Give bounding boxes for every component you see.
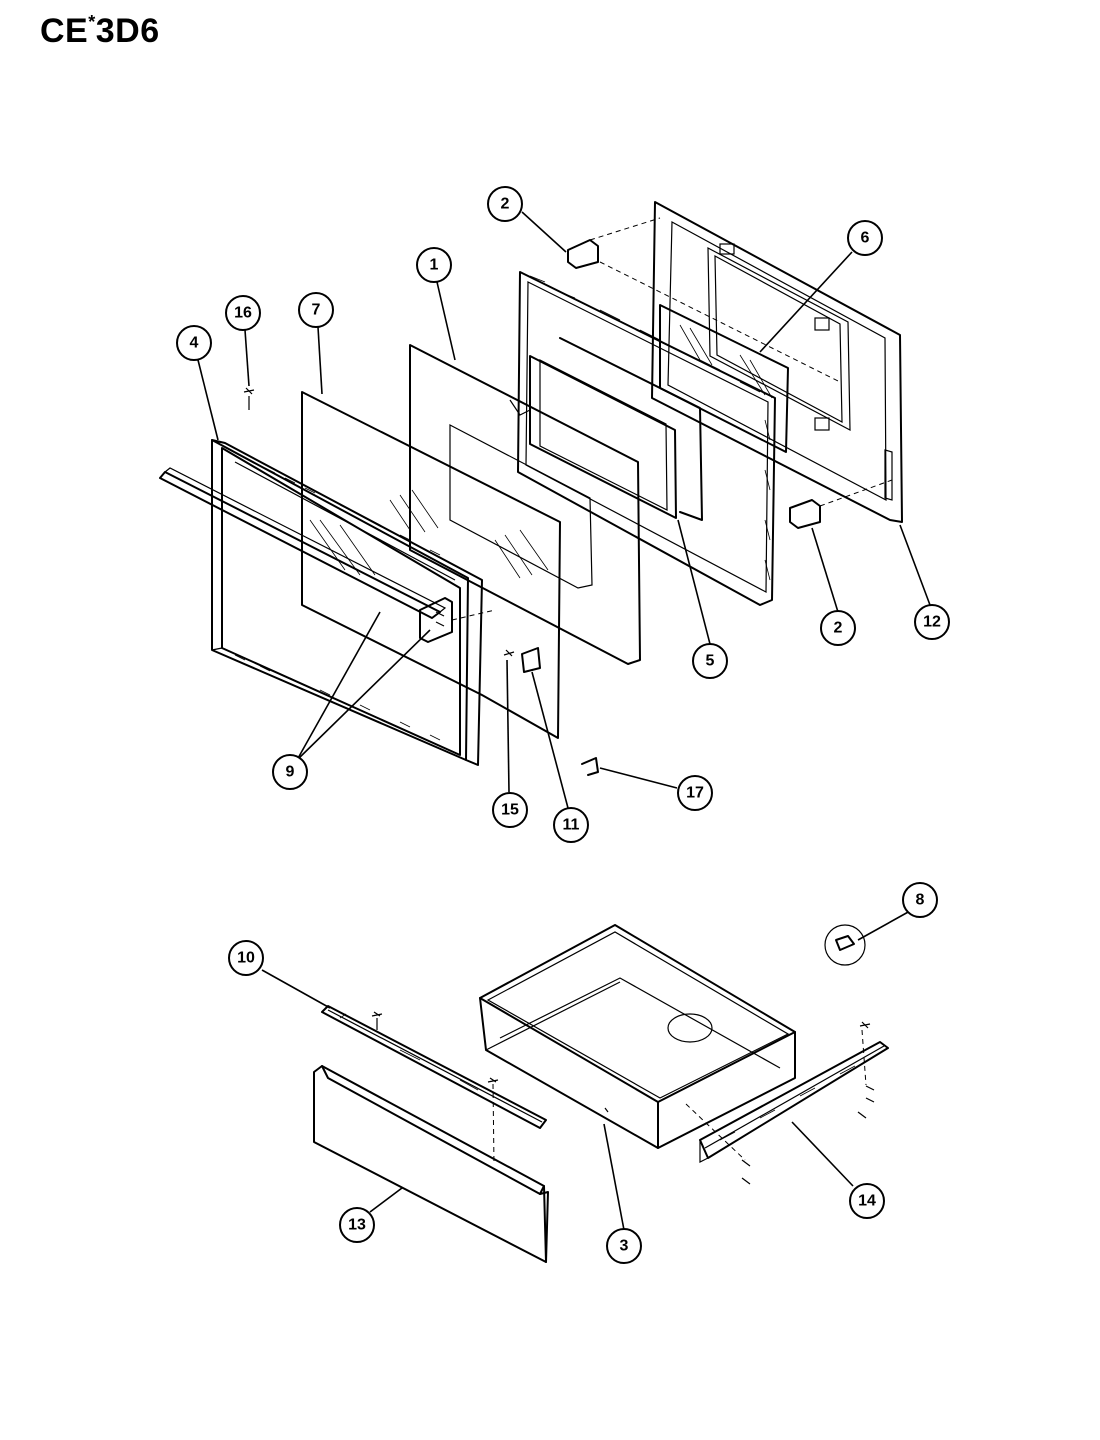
svg-text:6: 6 (861, 230, 870, 247)
callout-5: 5 (692, 643, 728, 679)
svg-text:2: 2 (501, 196, 510, 213)
inner-glass-panel (659, 304, 789, 453)
callout-2-lower: 2 (820, 610, 856, 646)
hinge-clip-lower (789, 499, 821, 529)
callout-4: 4 (176, 325, 212, 361)
svg-text:16: 16 (234, 305, 252, 322)
callout-9: 9 (272, 754, 308, 790)
door-handle (159, 467, 447, 619)
bracket-part-17 (581, 757, 599, 776)
callout-16: 16 (225, 295, 261, 331)
drawer-slide-rail (699, 1041, 889, 1163)
handle-bracket (419, 597, 453, 643)
svg-text:7: 7 (312, 302, 321, 319)
svg-text:12: 12 (923, 614, 941, 631)
svg-text:1: 1 (430, 257, 439, 274)
svg-text:15: 15 (501, 802, 519, 819)
hinge-clip-upper (567, 239, 599, 269)
callout-2-upper: 2 (487, 186, 523, 222)
svg-text:5: 5 (706, 653, 715, 670)
callout-11: 11 (553, 807, 589, 843)
callout-12: 12 (914, 604, 950, 640)
door-back-panel (651, 201, 903, 523)
svg-text:8: 8 (916, 892, 925, 909)
clip-part-11 (521, 647, 541, 673)
slide-screws (741, 1021, 875, 1185)
callout-7: 7 (298, 292, 334, 328)
svg-text:4: 4 (190, 335, 199, 352)
svg-text:17: 17 (686, 785, 704, 802)
svg-text:10: 10 (237, 950, 255, 967)
insulation-panel (409, 344, 641, 665)
callout-14: 14 (849, 1183, 885, 1219)
drawer-front-panel (313, 1065, 549, 1263)
callout-17: 17 (677, 775, 713, 811)
callout-10: 10 (228, 940, 264, 976)
svg-text:9: 9 (286, 764, 295, 781)
callout-6: 6 (847, 220, 883, 256)
svg-text:14: 14 (858, 1193, 876, 1210)
door-liner (517, 271, 776, 606)
svg-text:2: 2 (834, 620, 843, 637)
trim-screw-left (371, 1011, 383, 1030)
screw-part-16 (243, 387, 255, 410)
drawer-trim-bar (321, 1005, 547, 1129)
screw-part-15 (503, 649, 515, 657)
svg-text:13: 13 (348, 1217, 366, 1234)
detail-circle-part-8 (824, 924, 866, 966)
trim-screw-right (487, 1077, 499, 1083)
callout-8: 8 (902, 882, 938, 918)
svg-text:11: 11 (563, 817, 580, 834)
callout-15: 15 (492, 792, 528, 828)
drawer-box (479, 924, 796, 1149)
callout-3: 3 (606, 1228, 642, 1264)
door-frame (211, 439, 483, 766)
outer-glass-panel (301, 391, 561, 739)
callout-1: 1 (416, 247, 452, 283)
page-title: CE*3D6 (40, 12, 160, 50)
callout-13: 13 (339, 1207, 375, 1243)
svg-text:3: 3 (620, 1238, 629, 1255)
